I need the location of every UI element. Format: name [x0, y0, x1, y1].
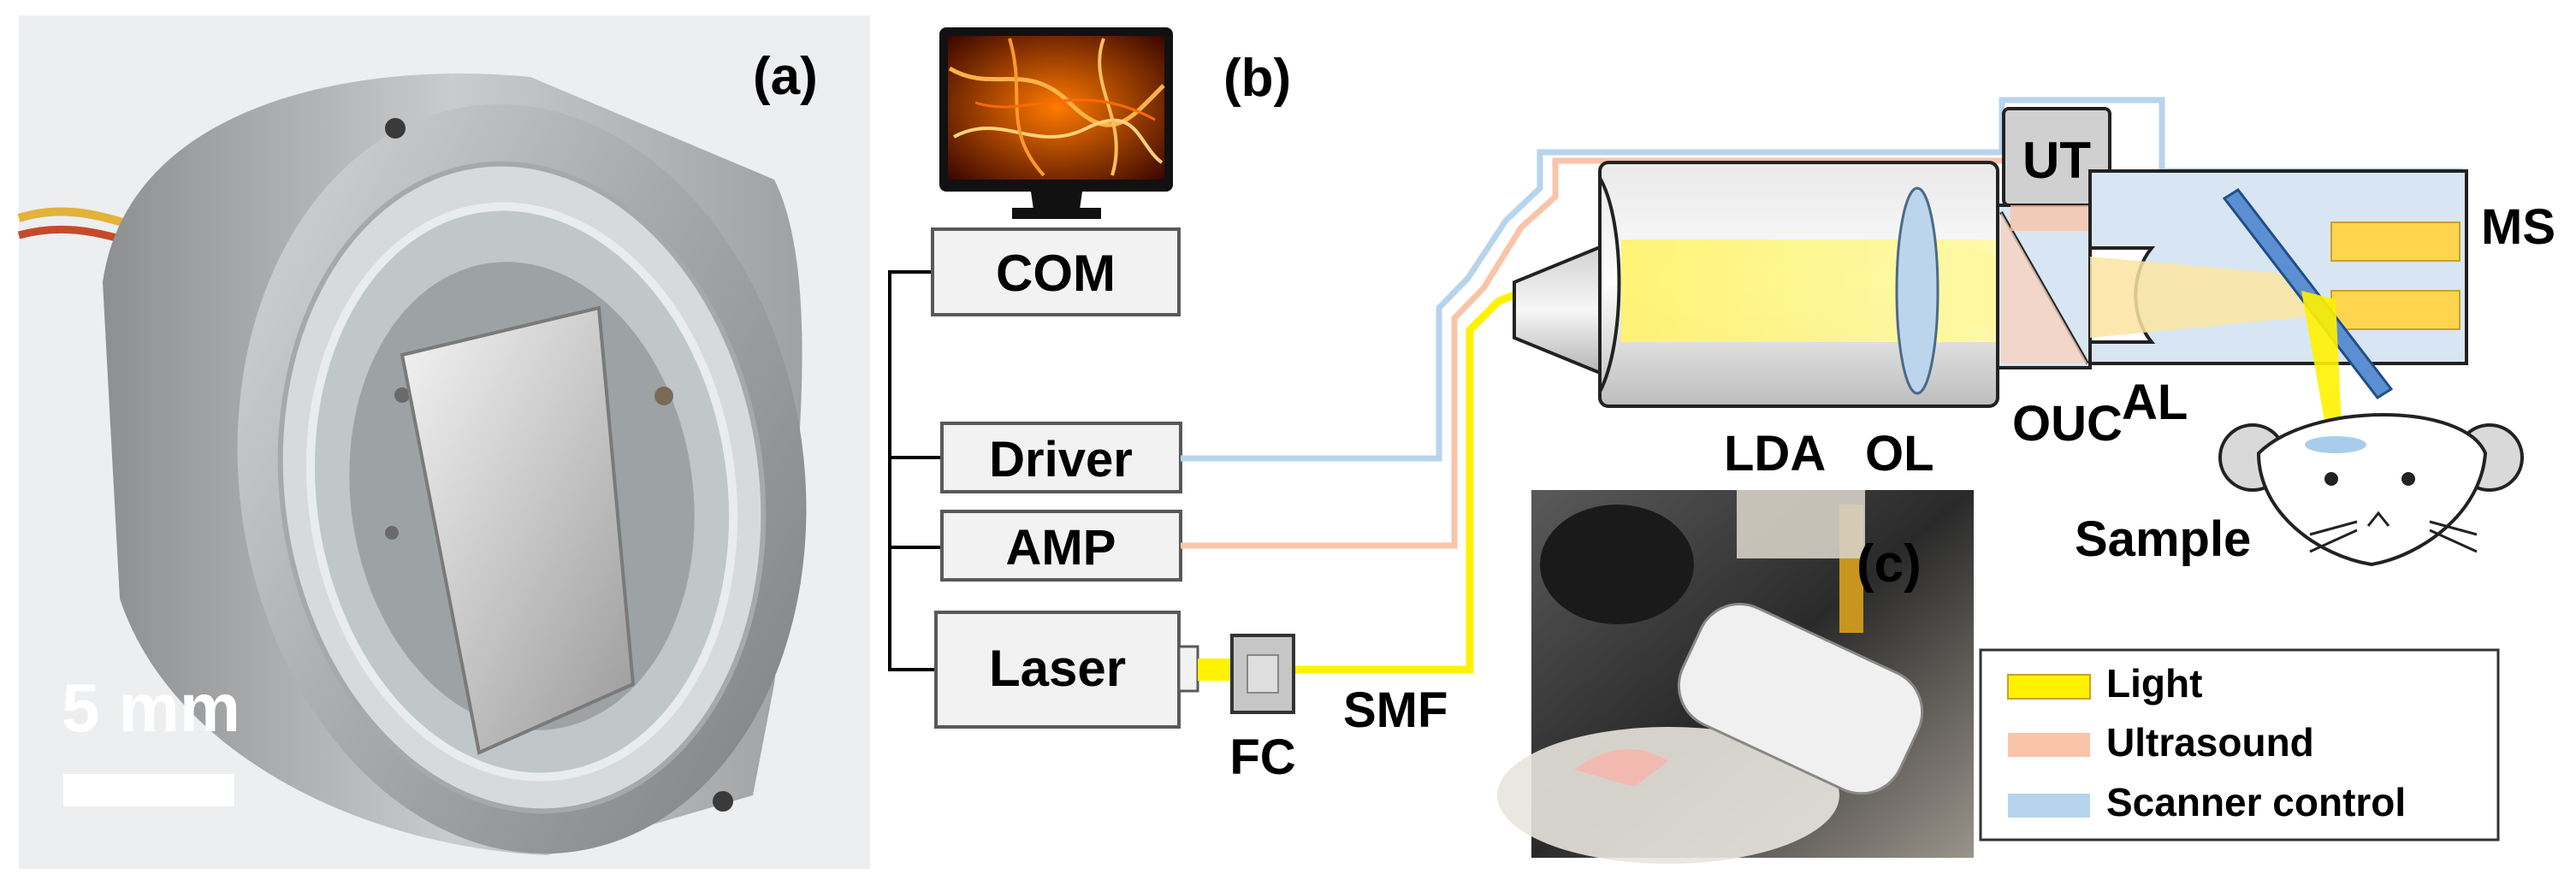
panel-b-label: (b)	[1223, 49, 1291, 108]
com-label: COM	[996, 245, 1116, 302]
light-to-mirror	[2090, 257, 2310, 338]
panel-b: (b) COM Driver AMP	[888, 27, 2555, 785]
ouc-icon	[1996, 204, 2092, 369]
amp-label: AMP	[1006, 520, 1116, 576]
ouc-label: OUC	[2012, 396, 2123, 452]
ol-label: OL	[1865, 426, 1934, 481]
panel-c-label: (c)	[1856, 534, 1922, 594]
scale-bar	[63, 774, 234, 806]
legend-item-light: Light	[2007, 661, 2202, 706]
ms-label: MS	[2481, 199, 2555, 255]
ms-bar-bottom	[2330, 290, 2461, 330]
ultrasound-transducer-icon: UT	[2002, 107, 2111, 231]
panel-a: 5 mm (a)	[17, 15, 870, 869]
legend-swatch-light	[2007, 674, 2091, 700]
legend-item-ultrasound: Ultrasound	[2008, 720, 2314, 765]
light-beam-focus	[1925, 235, 1998, 346]
legend: Light Ultrasound Scanner control	[1979, 648, 2500, 842]
legend-swatch-ultrasound	[2008, 733, 2090, 757]
monitor-icon	[939, 27, 1173, 219]
laser-block: Laser	[934, 611, 1199, 729]
fc-label: FC	[1229, 729, 1295, 785]
mouse-sample-icon	[2218, 413, 2524, 567]
al-label: AL	[2122, 375, 2188, 430]
lda-label: LDA	[1724, 426, 1826, 481]
laser-label: Laser	[989, 640, 1126, 697]
legend-item-scanner: Scanner control	[2008, 780, 2406, 824]
light-fiber-segment	[1198, 659, 1232, 681]
driver-block: Driver	[940, 422, 1182, 493]
sample-label: Sample	[2075, 511, 2251, 567]
legend-label-ultrasound: Ultrasound	[2106, 720, 2314, 765]
amp-block: AMP	[940, 510, 1182, 582]
panel-c: (c)	[1497, 490, 1974, 864]
light-fiber-line	[1198, 289, 1520, 674]
ms-bar-top	[2330, 221, 2461, 262]
objective-lens-icon	[1895, 186, 1939, 395]
com-block: COM	[931, 227, 1181, 316]
driver-label: Driver	[989, 432, 1133, 487]
legend-swatch-scanner	[2008, 794, 2090, 818]
beam-to-sample	[2301, 291, 2342, 445]
legend-label-light: Light	[2106, 661, 2202, 706]
scale-bar-label: 5 mm	[62, 670, 240, 746]
ut-label: UT	[2022, 132, 2091, 189]
control-bus-line	[888, 270, 942, 671]
mirror-icon	[400, 305, 636, 755]
legend-label-scanner: Scanner control	[2106, 780, 2406, 824]
scanner-control-line	[1181, 97, 2462, 462]
smf-label: SMF	[1343, 682, 1448, 738]
fiber-coupler-icon	[1230, 634, 1295, 714]
panel-a-label: (a)	[753, 47, 818, 106]
